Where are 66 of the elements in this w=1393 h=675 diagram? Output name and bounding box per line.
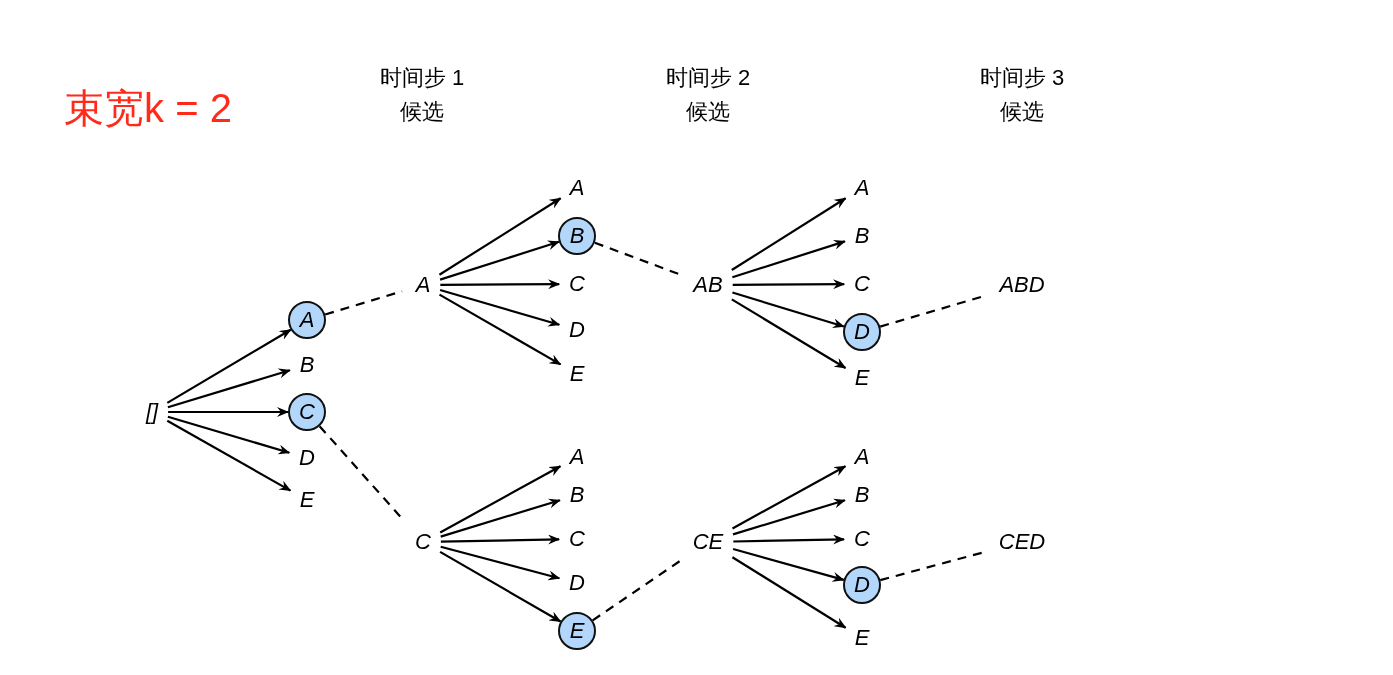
selected-token-circle: D	[843, 313, 881, 351]
token-label: B	[295, 351, 319, 379]
arrow	[439, 240, 560, 281]
token-label: ABD	[995, 271, 1049, 299]
token-label: C	[565, 270, 589, 298]
token-label: A	[850, 174, 874, 202]
arrow	[439, 465, 562, 534]
token-label: B	[850, 222, 874, 250]
arrow	[732, 239, 846, 279]
token-label: E	[850, 364, 874, 392]
dashed-connector	[594, 241, 681, 276]
arrow	[732, 498, 846, 536]
arrow	[167, 415, 291, 455]
arrow	[733, 534, 846, 545]
token-label: CED	[994, 528, 1050, 556]
column-header: 候选	[400, 98, 444, 126]
beam-width-label: 束宽k = 2	[64, 84, 232, 132]
token-label: D	[295, 444, 319, 472]
token-label: A	[565, 443, 589, 471]
column-header: 时间步 1	[379, 64, 465, 92]
token-label: A	[850, 443, 874, 471]
arrow	[439, 288, 561, 327]
arrow	[731, 298, 847, 369]
selected-token-circle: C	[288, 393, 326, 431]
arrow	[168, 407, 289, 417]
dashed-connector	[592, 559, 681, 622]
token-label: C	[411, 528, 435, 556]
token-label: D	[565, 316, 589, 344]
token-label: C	[565, 525, 589, 553]
token-label: E	[565, 360, 589, 388]
arrow	[732, 279, 846, 290]
column-header: 候选	[686, 98, 730, 126]
arrow	[166, 419, 292, 492]
token-label: CE	[688, 528, 728, 556]
arrow	[439, 550, 562, 623]
arrow	[167, 368, 291, 409]
token-label: E	[295, 486, 319, 514]
token-label: C	[850, 525, 874, 553]
token-label: C	[850, 270, 874, 298]
token-label: B	[565, 481, 589, 509]
arrow	[731, 465, 847, 530]
arrow	[166, 328, 292, 404]
token-label: A	[411, 271, 435, 299]
column-header: 候选	[1000, 98, 1044, 126]
token-label: D	[565, 569, 589, 597]
token-label: []	[141, 398, 163, 426]
column-header: 时间步 2	[665, 64, 751, 92]
token-label: E	[850, 624, 874, 652]
arrow	[440, 498, 561, 538]
selected-token-circle: D	[843, 566, 881, 604]
column-header: 时间步 3	[979, 64, 1065, 92]
arrow	[438, 197, 562, 276]
arrow	[731, 556, 847, 629]
selected-token-circle: A	[288, 301, 326, 339]
arrow	[440, 279, 561, 290]
arrow	[732, 291, 845, 329]
arrow	[731, 197, 847, 271]
token-label: AB	[689, 271, 727, 299]
arrow	[440, 534, 561, 545]
selected-token-circle: E	[558, 612, 596, 650]
token-label: B	[850, 481, 874, 509]
selected-token-circle: B	[558, 217, 596, 255]
token-label: A	[565, 174, 589, 202]
arrow	[440, 545, 561, 581]
arrow	[438, 293, 562, 366]
arrow	[732, 547, 845, 582]
